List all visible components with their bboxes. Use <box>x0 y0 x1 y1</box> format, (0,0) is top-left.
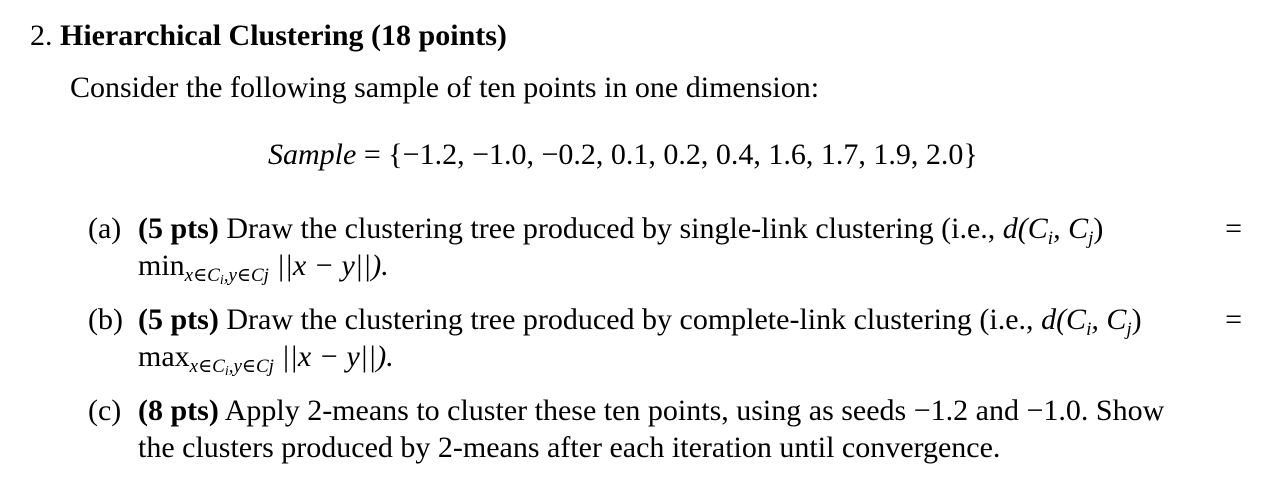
part-a-line1: (5 pts) Draw the clustering tree produce… <box>138 210 1103 257</box>
part-a-lhs-i: i <box>1047 228 1054 249</box>
part-b-equals: = <box>1225 303 1242 336</box>
part-b-lhs-mid: , C <box>1091 303 1127 336</box>
problem-heading: 2. Hierarchical Clustering (18 points) <box>30 16 507 56</box>
part-a-points: (5 pts) <box>138 212 219 245</box>
part-b-lhs-j: j <box>1126 319 1132 340</box>
problem-number: 2. <box>30 19 53 52</box>
part-b-line1: (5 pts) Draw the clustering tree produce… <box>138 301 1142 348</box>
sample-equals: = <box>363 138 381 171</box>
part-a-lhs: d(C <box>1002 212 1048 245</box>
part-b-lhs-i: i <box>1086 319 1092 340</box>
part-b-operator: max <box>138 340 190 373</box>
part-a-text: Draw the clustering tree produced by sin… <box>218 212 1003 245</box>
sample-set: {−1.2, −1.0, −0.2, 0.1, 0.2, 0.4, 1.6, 1… <box>388 138 978 171</box>
part-c-marker: (c) <box>88 394 122 427</box>
sample-equation: Sample = {−1.2, −1.0, −0.2, 0.1, 0.2, 0.… <box>268 135 978 175</box>
part-b-tail: ||x − y||). <box>273 340 394 373</box>
part-a-operator: min <box>138 249 185 282</box>
part-a-lhs-j: j <box>1088 228 1094 249</box>
part-a-operator-sub: x∈Ci,y∈Cj <box>184 265 269 288</box>
part-b-line2: maxx∈Ci,y∈Cj ||x − y||). <box>138 338 394 390</box>
part-b-text: Draw the clustering tree produced by com… <box>218 303 1042 336</box>
part-c-points: (8 pts) <box>138 394 219 427</box>
part-c-line1: (8 pts) Apply 2-means to cluster these t… <box>138 392 1164 429</box>
part-c-line2: the clusters produced by 2-means after e… <box>138 431 1001 464</box>
part-a-lhs-end: ) <box>1093 212 1104 245</box>
part-b-operator-sub: x∈Ci,y∈Cj <box>189 356 274 379</box>
part-b-lhs-end: ) <box>1131 303 1142 336</box>
problem-intro: Consider the following sample of ten poi… <box>70 71 820 104</box>
part-a-marker: (a) <box>88 212 122 245</box>
part-b-marker: (b) <box>88 303 123 336</box>
part-a-equals: = <box>1225 212 1242 245</box>
part-b-points: (5 pts) <box>138 303 219 336</box>
problem-title: Hierarchical Clustering (18 points) <box>60 19 507 52</box>
sample-name: Sample <box>268 138 357 171</box>
part-a-line2: minx∈Ci,y∈Cj ||x − y||). <box>138 247 389 299</box>
part-b-lhs: d(C <box>1041 303 1087 336</box>
part-a-tail: ||x − y||). <box>268 249 389 282</box>
part-c-text-1: Apply 2-means to cluster these ten point… <box>218 394 1165 427</box>
part-a-lhs-mid: , C <box>1053 212 1089 245</box>
